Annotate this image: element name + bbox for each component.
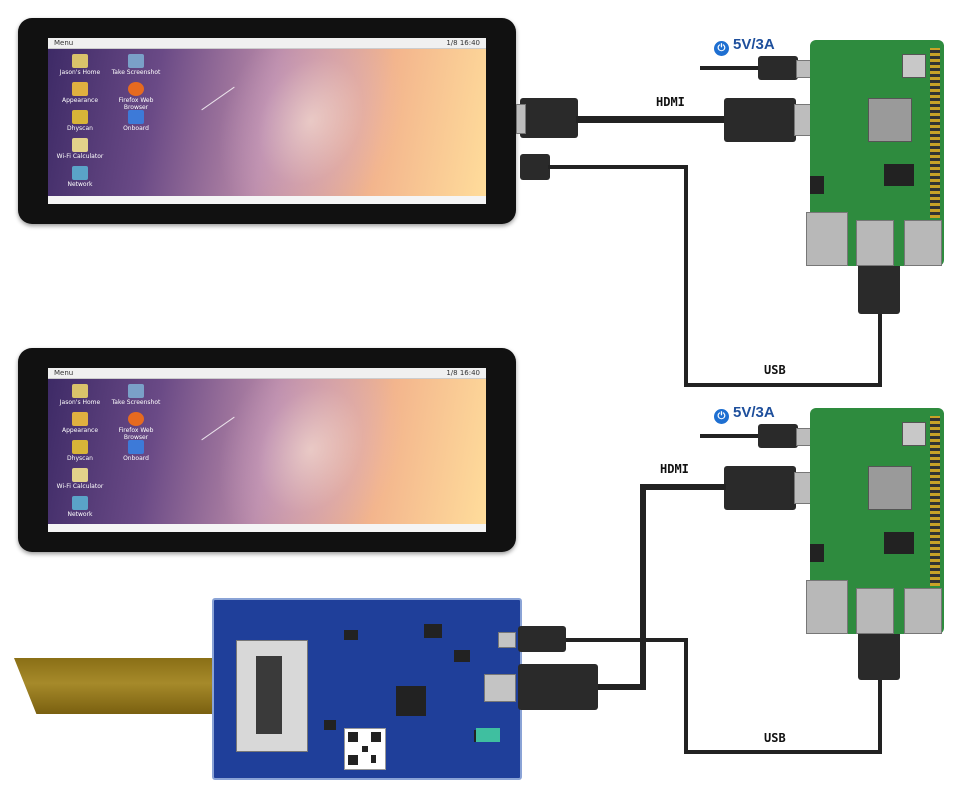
menu-button[interactable]: Menu bbox=[54, 39, 74, 47]
power-plug-top bbox=[758, 56, 798, 80]
usb-port bbox=[856, 588, 894, 634]
usb-cable-bottom bbox=[564, 638, 686, 642]
menu-button[interactable]: Menu bbox=[54, 369, 74, 377]
desktop-icon[interactable]: Network bbox=[50, 166, 110, 188]
calculator-icon bbox=[72, 468, 88, 482]
power-label-bottom: ⏻5V/3A bbox=[714, 404, 775, 424]
dip-switch bbox=[476, 728, 500, 742]
ethernet-port bbox=[806, 212, 848, 266]
hdmi-plug-board bbox=[518, 664, 598, 710]
controller-chip bbox=[396, 686, 426, 716]
hdmi-plug-monitor bbox=[520, 98, 578, 138]
hdmi-port bbox=[484, 674, 516, 702]
power-icon: ⏻ bbox=[714, 41, 729, 56]
monitor-bottom: Menu 1/8 16:40 Jason's Home Take Screens… bbox=[18, 348, 516, 552]
home-folder-icon bbox=[72, 54, 88, 68]
power-cable-bottom bbox=[700, 434, 762, 438]
usb-label-bottom: USB bbox=[764, 731, 786, 745]
desktop-icon[interactable]: Firefox Web Browser bbox=[106, 412, 166, 441]
hdmi-cable-top bbox=[576, 116, 726, 123]
hdmi-driver-board bbox=[212, 598, 522, 780]
desktop-icon[interactable]: Onboard bbox=[106, 110, 166, 132]
firefox-icon bbox=[128, 412, 144, 426]
usb-a-plug-bottom bbox=[858, 630, 900, 680]
taskbar: Menu 1/8 16:40 bbox=[48, 368, 486, 379]
desktop-icon[interactable]: Take Screenshot bbox=[106, 384, 166, 406]
power-plug-bottom bbox=[758, 424, 798, 448]
app-icon bbox=[72, 440, 88, 454]
screenshot-icon bbox=[128, 54, 144, 68]
firefox-icon bbox=[128, 82, 144, 96]
usb-port bbox=[904, 588, 942, 634]
usb-port bbox=[856, 220, 894, 266]
network-icon bbox=[72, 496, 88, 510]
calculator-icon bbox=[72, 138, 88, 152]
hdmi-plug-pi bbox=[724, 98, 796, 142]
desktop-icon[interactable]: Jason's Home bbox=[50, 384, 110, 406]
monitor-top: Menu 1/8 16:40 Jason's Home Take Screens… bbox=[18, 18, 516, 224]
desktop-icon[interactable]: Wi-Fi Calculator bbox=[50, 468, 110, 490]
usb-a-plug-top bbox=[858, 262, 900, 314]
desktop-icon[interactable]: Appearance bbox=[50, 82, 110, 104]
app-icon bbox=[72, 110, 88, 124]
usb-plug-monitor bbox=[520, 154, 550, 180]
soc-chip bbox=[868, 98, 912, 142]
hdmi-cable-bottom bbox=[640, 484, 726, 490]
onboard-icon bbox=[128, 110, 144, 124]
desktop-icon[interactable]: Wi-Fi Calculator bbox=[50, 138, 110, 160]
desktop-icon[interactable]: Dhyscan bbox=[50, 110, 110, 132]
raspberry-pi-bottom bbox=[806, 408, 944, 634]
desktop-screen-top: Menu 1/8 16:40 Jason's Home Take Screens… bbox=[48, 38, 486, 204]
micro-usb-port bbox=[498, 632, 516, 648]
desktop-icon[interactable]: Appearance bbox=[50, 412, 110, 434]
screenshot-icon bbox=[128, 384, 144, 398]
appearance-icon bbox=[72, 82, 88, 96]
desktop-icon[interactable]: Jason's Home bbox=[50, 54, 110, 76]
qr-code bbox=[344, 728, 386, 770]
taskbar: Menu 1/8 16:40 bbox=[48, 38, 486, 49]
power-icon: ⏻ bbox=[714, 409, 729, 424]
usb-port bbox=[904, 220, 942, 266]
hdmi-label-bottom: HDMI bbox=[660, 462, 689, 476]
desktop-screen-bottom: Menu 1/8 16:40 Jason's Home Take Screens… bbox=[48, 368, 486, 532]
power-label-top: ⏻5V/3A bbox=[714, 36, 775, 56]
home-folder-icon bbox=[72, 384, 88, 398]
clock: 1/8 16:40 bbox=[446, 369, 480, 377]
hdmi-label-top: HDMI bbox=[656, 95, 685, 109]
network-icon bbox=[72, 166, 88, 180]
usb-label-top: USB bbox=[764, 363, 786, 377]
usb-cable-top bbox=[548, 165, 688, 169]
desktop-icon[interactable]: Network bbox=[50, 496, 110, 518]
soc-chip bbox=[868, 466, 912, 510]
gpio-header bbox=[930, 416, 940, 586]
desktop-icon[interactable]: Onboard bbox=[106, 440, 166, 462]
hdmi-plug-pi-bottom bbox=[724, 466, 796, 510]
raspberry-pi-top bbox=[806, 40, 944, 266]
power-cable-top bbox=[700, 66, 762, 70]
usb-plug-board bbox=[518, 626, 566, 652]
desktop-icon[interactable]: Take Screenshot bbox=[106, 54, 166, 76]
ethernet-port bbox=[806, 580, 848, 634]
appearance-icon bbox=[72, 412, 88, 426]
desktop-icon[interactable]: Dhyscan bbox=[50, 440, 110, 462]
desktop-icon[interactable]: Firefox Web Browser bbox=[106, 82, 166, 111]
onboard-icon bbox=[128, 440, 144, 454]
clock: 1/8 16:40 bbox=[446, 39, 480, 47]
gpio-header bbox=[930, 48, 940, 218]
